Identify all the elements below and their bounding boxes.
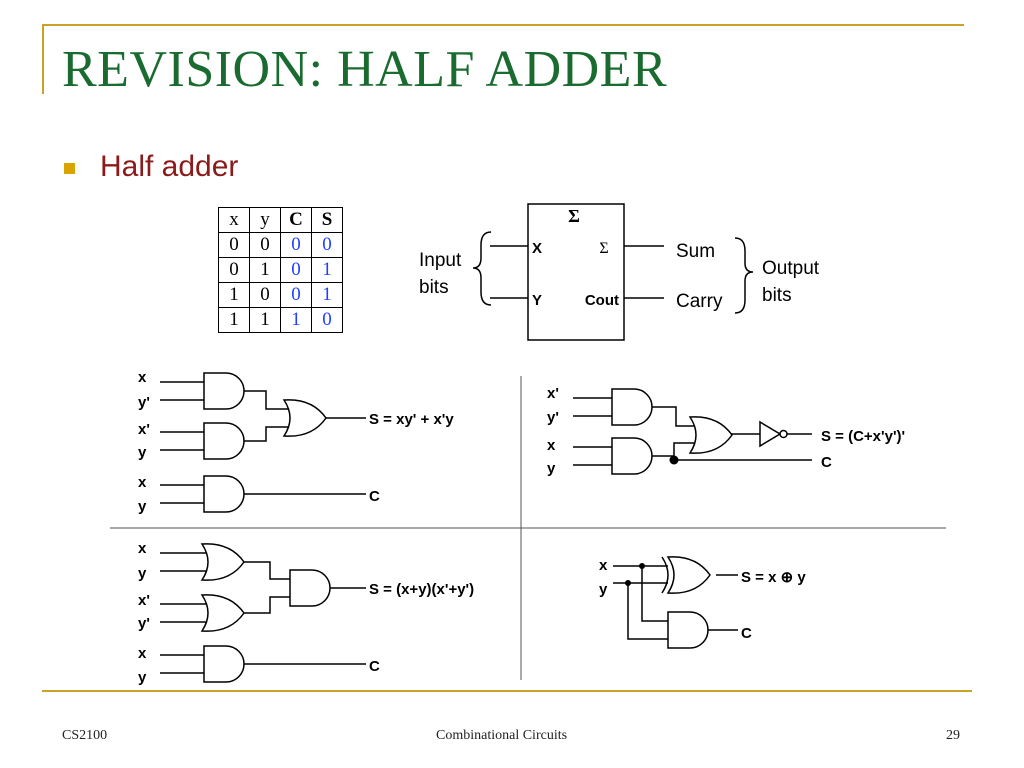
and-gate <box>203 372 245 410</box>
bl-input-label: y' <box>138 615 150 632</box>
tr-input-label: x <box>547 437 556 454</box>
and-gate <box>611 388 653 426</box>
or-gate <box>689 416 733 454</box>
cell: 0 <box>280 257 312 283</box>
inverter-bubble <box>779 429 788 439</box>
header-x: x <box>218 207 250 233</box>
cell: 1 <box>249 257 281 283</box>
table-row: 1 1 1 0 <box>218 307 343 333</box>
tr-c-label: C <box>821 454 832 471</box>
tl-input-label: x <box>138 474 147 491</box>
and-gate <box>667 611 709 649</box>
tr-s-expression: S = (C+x'y')' <box>821 428 905 445</box>
bl-input-label: x <box>138 540 147 557</box>
junction-dot <box>639 563 645 569</box>
tl-input-label: x' <box>138 421 150 438</box>
header-c: C <box>280 207 312 233</box>
carry-label: Carry <box>676 291 723 312</box>
sigma-title: Σ <box>568 206 580 226</box>
tl-input-label: x <box>138 369 147 386</box>
footer-topic: Combinational Circuits <box>436 728 568 743</box>
cell: 0 <box>311 232 343 258</box>
tr-input-label: x' <box>547 385 559 402</box>
input-label-line1: Input <box>419 250 462 271</box>
bl-input-label: x' <box>138 592 150 609</box>
tl-input-label: y <box>138 444 147 461</box>
tr-input-label: y' <box>547 409 559 426</box>
bl-input-label: y <box>138 669 147 686</box>
br-input-label: y <box>599 581 608 598</box>
junction-dot <box>625 580 631 586</box>
tl-input-label: y' <box>138 394 150 411</box>
output-label-line2: bits <box>762 285 792 306</box>
bullet-text: Half adder <box>100 150 239 183</box>
and-gate <box>203 475 245 513</box>
title-frame-left <box>42 24 44 94</box>
table-row: 0 0 0 0 <box>218 232 343 258</box>
truth-table: x y C S 0 0 0 0 0 1 0 1 1 0 0 1 1 1 1 0 <box>218 207 343 333</box>
or-gate <box>283 399 327 437</box>
title-frame-top <box>42 24 964 26</box>
cell: 0 <box>280 232 312 258</box>
sum-label: Sum <box>676 241 715 262</box>
bl-s-expression: S = (x+y)(x'+y') <box>369 581 474 598</box>
half-adder-block <box>527 203 625 341</box>
tl-s-expression: S = xy' + x'y <box>369 411 454 428</box>
and-gate <box>203 422 245 460</box>
tr-input-label: y <box>547 460 556 477</box>
block-cout-label: Cout <box>585 292 619 309</box>
br-s-expression: S = x ⊕ y <box>741 569 806 586</box>
page-number: 29 <box>946 728 960 743</box>
input-label-line2: bits <box>419 277 449 298</box>
tl-input-label: y <box>138 498 147 515</box>
and-gate <box>611 437 653 475</box>
or-gate <box>201 594 245 632</box>
slide-title: REVISION: HALF ADDER <box>62 41 668 98</box>
cell: 0 <box>218 232 250 258</box>
cell: 1 <box>280 307 312 333</box>
bl-input-label: x <box>138 645 147 662</box>
output-bits-brace <box>734 237 754 314</box>
table-row: 0 1 0 1 <box>218 257 343 283</box>
and-gate <box>289 569 331 607</box>
cell: 0 <box>311 307 343 333</box>
footer-rule <box>42 690 972 692</box>
cell: 0 <box>249 282 281 308</box>
junction-dot <box>669 455 679 465</box>
not-gate <box>759 420 782 448</box>
bl-input-label: y <box>138 565 147 582</box>
input-bits-brace <box>472 231 492 306</box>
output-label-line1: Output <box>762 258 820 279</box>
block-sum-symbol: Σ <box>599 240 608 257</box>
and-gate <box>203 645 245 683</box>
block-input-x: X <box>532 240 542 257</box>
footer-course: CS2100 <box>62 728 108 743</box>
xor-gate <box>661 556 711 594</box>
or-gate <box>201 543 245 581</box>
bl-c-label: C <box>369 658 380 675</box>
tl-c-label: C <box>369 488 380 505</box>
br-c-label: C <box>741 625 752 642</box>
bullet-marker <box>64 163 75 174</box>
br-input-label: x <box>599 557 608 574</box>
block-input-y: Y <box>532 292 542 309</box>
